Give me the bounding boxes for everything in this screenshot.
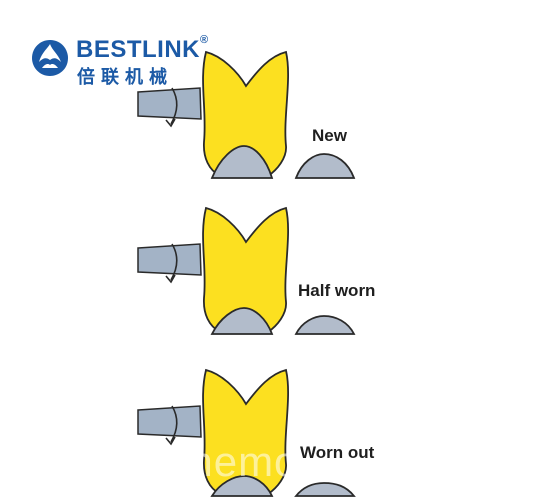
stage-label-worn-out: Worn out	[300, 443, 375, 462]
registered-mark: ®	[200, 34, 209, 46]
bit-stage-worn-out	[137, 369, 356, 497]
watermark-text: bnemo	[165, 438, 299, 485]
company-logo: BESTLINK® 倍联机械	[30, 34, 220, 87]
stage-label-new: New	[312, 126, 347, 145]
bit-stage-half-worn	[137, 207, 356, 335]
bit-stage-new	[137, 51, 356, 179]
stage-label-half-worn: Half worn	[298, 281, 376, 300]
logo-emblem-icon	[32, 40, 68, 76]
logo-wordmark: BESTLINK®	[76, 34, 209, 64]
logo-chinese-name: 倍联机械	[77, 67, 173, 87]
logo-name-text: BESTLINK	[76, 36, 200, 63]
